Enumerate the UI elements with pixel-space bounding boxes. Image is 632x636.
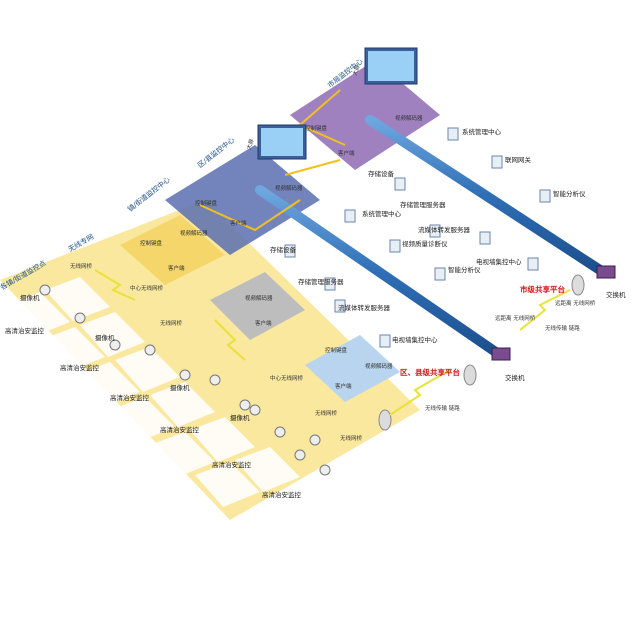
switch-district-label: 交换机 [505, 373, 525, 382]
grey-client-label: 客户端 [255, 319, 272, 327]
wb-4: 无线网桥 [340, 434, 363, 442]
wireless-links [94, 269, 571, 416]
link-2: 无线传输 链路 [425, 404, 460, 412]
server-label-6: 流媒体转发服务器 [418, 225, 471, 234]
town-client-label: 客户端 [168, 264, 185, 272]
district-client-label: 客户端 [230, 219, 247, 227]
camera-cells [5, 277, 300, 507]
platform-city-label: 市级共享平台 [520, 284, 565, 294]
camera-label-3: 摄像机 [230, 413, 250, 422]
town-decoder-label: 视频解码器 [180, 229, 208, 237]
switch-city [596, 265, 616, 279]
grey-decoder-label: 视频解码器 [245, 294, 273, 302]
dish-district [463, 364, 477, 386]
camera-row-4: 高清治安监控 [212, 460, 252, 469]
server-label-13: 电视墙集控中心 [392, 335, 438, 344]
center-bridge-1: 中心无线网桥 [130, 284, 164, 292]
server-label-4: 系统管理中心 [362, 209, 402, 218]
wb-2: 无线网桥 [160, 319, 183, 327]
server-label-1: 联网网关 [505, 155, 532, 164]
city-tv-label: 大屏 [350, 63, 361, 77]
camera-label-1: 摄像机 [95, 333, 115, 342]
remote-bridge-2: 远距离 无线网桥 [495, 314, 536, 322]
dish-city [571, 274, 585, 296]
tv-wall-city [364, 47, 418, 85]
server-label-12: 流媒体转发服务器 [338, 303, 391, 312]
remote-bridge-1: 远距离 无线网桥 [555, 299, 596, 307]
server-label-3: 智能分析仪 [553, 189, 586, 198]
district-tv-label: 大屏 [244, 137, 255, 151]
lower-center-box [305, 335, 400, 402]
city-ctrl-label: 控制键盘 [305, 124, 328, 132]
platform-district-label: 区、县级共享平台 [400, 367, 460, 377]
server-icons [284, 127, 551, 348]
camera-row-5: 高清治安监控 [262, 490, 302, 499]
district-decoder-label: 视频解码器 [275, 184, 303, 192]
town-center-title: 镇/街道监控中心 [126, 175, 172, 214]
server-label-2: 存储设备 [368, 169, 395, 178]
city-client-label: 客户端 [338, 149, 355, 157]
server-label-0: 系统管理中心 [462, 127, 502, 136]
lower-client-label: 客户端 [335, 382, 352, 390]
district-center-box [165, 145, 320, 255]
camera-row-2: 高清治安监控 [110, 393, 150, 402]
district-ctrl-label: 控制键盘 [195, 199, 218, 207]
city-decoder-label: 视频解码器 [395, 114, 423, 122]
backbone-tubes [255, 115, 605, 360]
camera-icons [39, 284, 331, 476]
camera-label-2: 摄像机 [170, 383, 190, 392]
center-bridge-2: 中心无线网桥 [270, 374, 304, 382]
town-ctrl-label: 控制键盘 [140, 239, 163, 247]
server-label-11: 存储管理服务器 [298, 277, 344, 286]
server-label-7: 视频质量诊断仪 [402, 239, 448, 248]
wb-3: 无线网桥 [315, 409, 338, 417]
server-label-10: 智能分析仪 [448, 265, 481, 274]
city-center-box [290, 60, 440, 170]
switch-district [491, 347, 511, 361]
town-center-box [120, 215, 225, 285]
camera-row-1: 高清治安监控 [60, 363, 100, 372]
camera-label-0: 摄像机 [20, 293, 40, 302]
wb-1: 无线网桥 [70, 262, 93, 270]
lower-ctrl-label: 控制键盘 [325, 346, 348, 354]
server-label-5: 存储管理服务器 [400, 200, 446, 209]
grey-box [210, 272, 305, 340]
link-1: 无线传输 链路 [545, 324, 580, 332]
camera-row-3: 高清治安监控 [160, 425, 200, 434]
server-label-8: 电视墙集控中心 [476, 257, 522, 266]
lower-decoder-label: 视频解码器 [365, 362, 393, 370]
server-label-9: 存储设备 [270, 245, 297, 254]
camera-row-0: 高清治安监控 [5, 326, 45, 335]
switch-city-label: 交换机 [606, 290, 626, 299]
tv-wall-district [257, 124, 307, 160]
dish-remote [378, 409, 392, 431]
